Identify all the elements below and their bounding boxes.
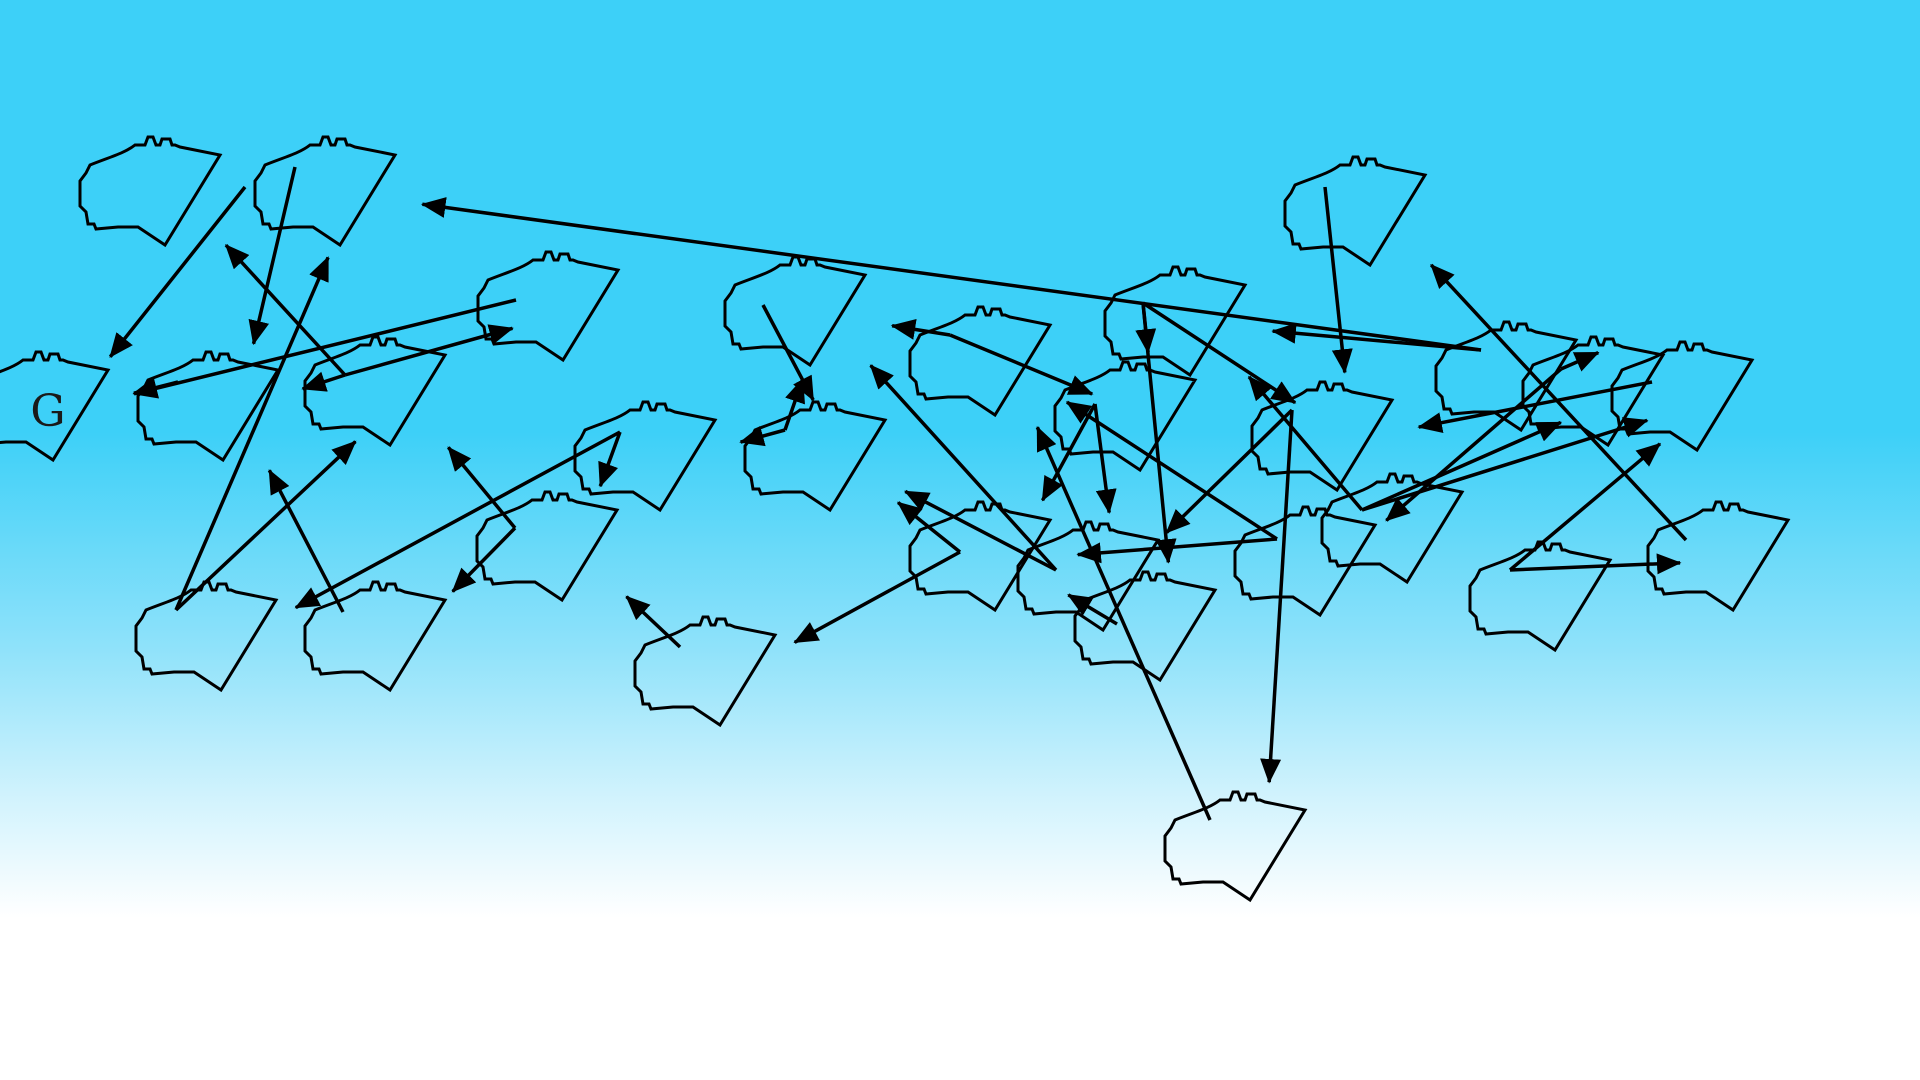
- node-n5: [303, 335, 448, 448]
- node-G: G: [0, 350, 111, 463]
- node-outline: [253, 135, 398, 248]
- edge-n23-to-n22: [1323, 186, 1353, 374]
- edge-n9-to-n8: [451, 526, 517, 593]
- node-outline: [1053, 360, 1198, 473]
- edge-n14-to-n12: [793, 550, 961, 644]
- node-outline: [1103, 265, 1248, 378]
- node-outline: [1073, 570, 1218, 683]
- edge-n11-to-n13: [783, 377, 805, 431]
- node-outline: [1610, 340, 1755, 453]
- edge-n15-to-n13: [869, 364, 1058, 572]
- node-n1: [78, 135, 223, 248]
- node-n27: [1610, 340, 1755, 453]
- node-n16: [1053, 360, 1198, 473]
- edge-layer: [108, 166, 1688, 821]
- node-n21: [1163, 790, 1308, 903]
- node-outline: [1468, 540, 1613, 653]
- node-outline: [908, 305, 1053, 418]
- node-outline: [1233, 505, 1378, 618]
- node-outline: [573, 400, 718, 513]
- edge-n12-to-n9: [625, 595, 682, 649]
- node-n29: [1646, 500, 1791, 613]
- node-n18: [1103, 265, 1248, 378]
- node-n12: [633, 615, 778, 728]
- node-outline: [303, 580, 448, 693]
- edge-n5-to-n1: [224, 243, 347, 377]
- edge-n5-to-n4: [301, 371, 346, 392]
- node-outline: [303, 335, 448, 448]
- edge-n6-to-G: [132, 298, 517, 399]
- node-outline: [743, 400, 888, 513]
- node-n26: [1320, 472, 1465, 585]
- edge-n1-to-G: [108, 185, 247, 358]
- node-outline: [1434, 320, 1579, 433]
- edge-n10-to-n9: [598, 431, 622, 488]
- node-outline: [1320, 472, 1465, 585]
- node-n22: [1250, 380, 1395, 493]
- edge-n9-to-n5: [446, 446, 517, 530]
- edge-n22-to-n15: [1165, 408, 1294, 534]
- node-n25: [1521, 335, 1666, 448]
- node-n23: [1283, 155, 1428, 268]
- node-outline: [1250, 380, 1395, 493]
- node-outline: [78, 135, 223, 248]
- edge-n26-to-n18: [1247, 375, 1364, 512]
- edge-n28-to-n29: [1509, 553, 1682, 575]
- edge-n24-to-n2: [420, 197, 1482, 352]
- node-n9: [475, 490, 620, 603]
- node-n7: [134, 580, 279, 693]
- node-outline: [1283, 155, 1428, 268]
- node-n15: [1016, 520, 1161, 633]
- edge-n8-to-n4: [267, 469, 345, 613]
- edge-n25-to-n24: [1560, 351, 1600, 372]
- edge-n26-to-n27: [1361, 417, 1649, 512]
- node-outline: [1646, 500, 1791, 613]
- edge-n15-to-n11: [904, 489, 1057, 572]
- node-n4: [136, 350, 281, 463]
- node-layer: G: [0, 135, 1791, 903]
- node-n13: [723, 255, 868, 368]
- node-outline: [723, 255, 868, 368]
- edge-n20-to-n14: [1076, 537, 1278, 564]
- node-n11: [743, 400, 888, 513]
- edge-n10-to-n7: [294, 430, 621, 610]
- edge-n17-to-n16: [949, 333, 1094, 396]
- node-n6: [476, 250, 621, 363]
- node-n19: [1073, 570, 1218, 683]
- node-outline: [475, 490, 620, 603]
- edge-n29-to-n23: [1429, 263, 1688, 542]
- node-outline: [1163, 790, 1308, 903]
- edge-n17-to-n13: [890, 319, 951, 340]
- node-outline: [136, 350, 281, 463]
- edge-n18-to-n19: [1141, 302, 1177, 564]
- node-label: G: [30, 386, 65, 437]
- edge-n2-to-n4: [248, 166, 297, 346]
- edge-n25-to-n20: [1385, 367, 1563, 522]
- node-n20: [1233, 505, 1378, 618]
- node-outline: [633, 615, 778, 728]
- node-n2: [253, 135, 398, 248]
- node-n14: [908, 500, 1053, 613]
- edge-n13-to-n11: [761, 304, 815, 402]
- node-n28: [1468, 540, 1613, 653]
- node-outline: [476, 250, 621, 363]
- node-outline: [1521, 335, 1666, 448]
- edge-n21-to-n17: [1035, 425, 1212, 821]
- node-n17: [908, 305, 1053, 418]
- edge-n7-to-n2: [174, 256, 330, 611]
- edge-n20-to-n17: [1065, 400, 1278, 541]
- edge-n18-to-n22: [1142, 301, 1297, 405]
- node-n8: [303, 580, 448, 693]
- edge-n11-to-n10: [739, 425, 786, 447]
- node-outline: [134, 580, 279, 693]
- node-outline: [0, 350, 111, 463]
- node-n24: [1434, 320, 1579, 433]
- node-outline: [1016, 520, 1161, 633]
- edge-n26-to-n25: [1361, 420, 1563, 512]
- node-n10: [573, 400, 718, 513]
- node-outline: [908, 500, 1053, 613]
